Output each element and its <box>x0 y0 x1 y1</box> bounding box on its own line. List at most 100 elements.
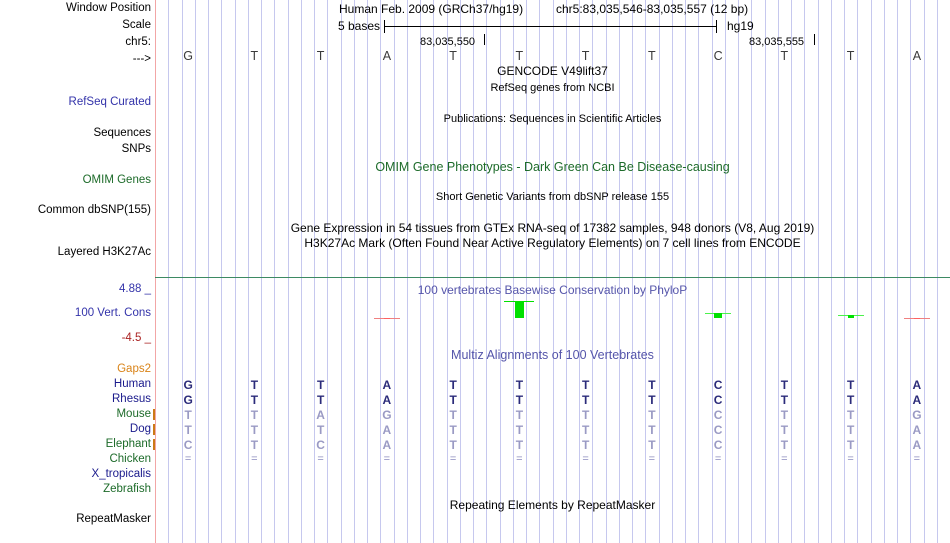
track-title-repeatmasker[interactable]: Repeating Elements by RepeatMasker <box>449 498 656 512</box>
gridline <box>195 0 196 543</box>
multiz-base: A <box>382 438 392 452</box>
conservation-bar[interactable] <box>913 318 920 319</box>
multiz-base: T <box>846 408 855 422</box>
gridline <box>738 0 739 543</box>
multiz-base: T <box>515 393 524 407</box>
multiz-base: G <box>382 408 392 422</box>
track-label-column: Window Position Scale chr5: ---> RefSeq … <box>0 0 155 543</box>
gridline <box>248 0 249 543</box>
gridline <box>592 0 593 543</box>
label-refseq-curated[interactable]: RefSeq Curated <box>68 96 151 108</box>
label-gaps2[interactable]: Gaps2 <box>117 363 151 375</box>
multiz-base: C <box>713 438 723 452</box>
track-left-boundary-line <box>155 0 156 543</box>
gridline <box>288 0 289 543</box>
species-label-zebrafish[interactable]: Zebrafish <box>103 483 151 495</box>
gridline <box>619 0 620 543</box>
gridline <box>221 0 222 543</box>
reference-base: G <box>183 49 193 63</box>
multiz-base: C <box>316 438 325 452</box>
gridline <box>235 0 236 543</box>
gridline <box>672 0 673 543</box>
label-strand-arrow: ---> <box>132 53 151 65</box>
multiz-base: T <box>780 408 789 422</box>
multiz-base: A <box>912 423 922 437</box>
gridline <box>301 0 302 543</box>
gridline <box>937 0 938 543</box>
gridline <box>314 0 315 543</box>
multiz-base: T <box>648 438 656 452</box>
gridline <box>698 0 699 543</box>
gridline <box>778 0 779 543</box>
multiz-gap-mark: = <box>847 453 854 465</box>
gridline <box>579 0 580 543</box>
multiz-base: T <box>250 438 259 452</box>
track-title-h3k27ac[interactable]: H3K27Ac Mark (Often Found Near Active Re… <box>304 236 801 250</box>
multiz-base: T <box>250 408 259 422</box>
track-title-omim[interactable]: OMIM Gene Phenotypes - Dark Green Can Be… <box>375 160 730 174</box>
label-repeatmasker[interactable]: RepeatMasker <box>76 513 151 525</box>
gridline <box>818 0 819 543</box>
label-omim-genes[interactable]: OMIM Genes <box>82 174 151 186</box>
multiz-base: T <box>846 423 855 437</box>
species-label-mouse[interactable]: Mouse <box>116 408 151 420</box>
multiz-base: T <box>316 378 325 392</box>
track-title-dbsnp[interactable]: Short Genetic Variants from dbSNP releas… <box>435 191 670 203</box>
track-title-multiz[interactable]: Multiz Alignments of 100 Vertebrates <box>451 348 654 362</box>
gridline <box>871 0 872 543</box>
gridline <box>433 0 434 543</box>
multiz-base: T <box>250 378 259 392</box>
gridline <box>645 0 646 543</box>
multiz-base: T <box>449 393 457 407</box>
species-label-x_tropicalis[interactable]: X_tropicalis <box>91 468 151 480</box>
scale-label: 5 bases <box>338 19 381 33</box>
gap-tick-mark <box>153 424 155 435</box>
gridline <box>447 0 448 543</box>
conservation-bar[interactable] <box>514 301 524 318</box>
track-title-phylop[interactable]: 100 vertebrates Basewise Conservation by… <box>417 283 688 297</box>
gridline <box>367 0 368 543</box>
gridline <box>208 0 209 543</box>
assembly-db-label: hg19 <box>727 19 754 33</box>
multiz-base: T <box>449 438 457 452</box>
track-title-gtex[interactable]: Gene Expression in 54 tissues from GTEx … <box>290 221 815 235</box>
species-label-elephant[interactable]: Elephant <box>105 438 151 450</box>
gridline <box>751 0 752 543</box>
label-common-dbsnp[interactable]: Common dbSNP(155) <box>37 204 151 216</box>
scale-bar-right-tick <box>716 20 717 33</box>
label-sequences[interactable]: Sequences <box>93 127 151 139</box>
multiz-base: T <box>515 408 524 422</box>
conservation-bar[interactable] <box>714 313 723 318</box>
gridline <box>765 0 766 543</box>
label-chrom[interactable]: chr5: <box>125 36 151 48</box>
multiz-base: C <box>183 438 193 452</box>
gridline <box>884 0 885 543</box>
multiz-base: T <box>846 378 855 392</box>
label-window-position[interactable]: Window Position <box>65 2 151 14</box>
track-title-publications[interactable]: Publications: Sequences in Scientific Ar… <box>443 113 662 125</box>
gridline <box>380 0 381 543</box>
label-scale[interactable]: Scale <box>122 19 151 31</box>
species-label-human[interactable]: Human <box>113 378 151 390</box>
label-snps[interactable]: SNPs <box>121 143 151 155</box>
gridline <box>327 0 328 543</box>
multiz-base: T <box>780 438 789 452</box>
track-title-gencode[interactable]: GENCODE V49lift37 <box>497 64 608 78</box>
gridline <box>394 0 395 543</box>
gridline <box>486 0 487 543</box>
reference-base: T <box>316 49 325 63</box>
multiz-base: T <box>581 438 590 452</box>
label-layered-h3k27ac[interactable]: Layered H3K27Ac <box>57 246 151 258</box>
gridline <box>168 0 169 543</box>
species-label-dog[interactable]: Dog <box>129 423 151 435</box>
label-100-vert-cons[interactable]: 100 Vert. Cons <box>74 307 151 319</box>
species-label-chicken[interactable]: Chicken <box>109 453 151 465</box>
track-title-refseq[interactable]: RefSeq genes from NCBI <box>490 82 615 94</box>
species-label-rhesus[interactable]: Rhesus <box>112 393 151 405</box>
conservation-bar[interactable] <box>383 318 390 319</box>
conservation-bar[interactable] <box>847 315 854 318</box>
multiz-gap-mark: = <box>648 453 656 465</box>
multiz-gap-mark: = <box>516 453 523 465</box>
gridline <box>659 0 660 543</box>
